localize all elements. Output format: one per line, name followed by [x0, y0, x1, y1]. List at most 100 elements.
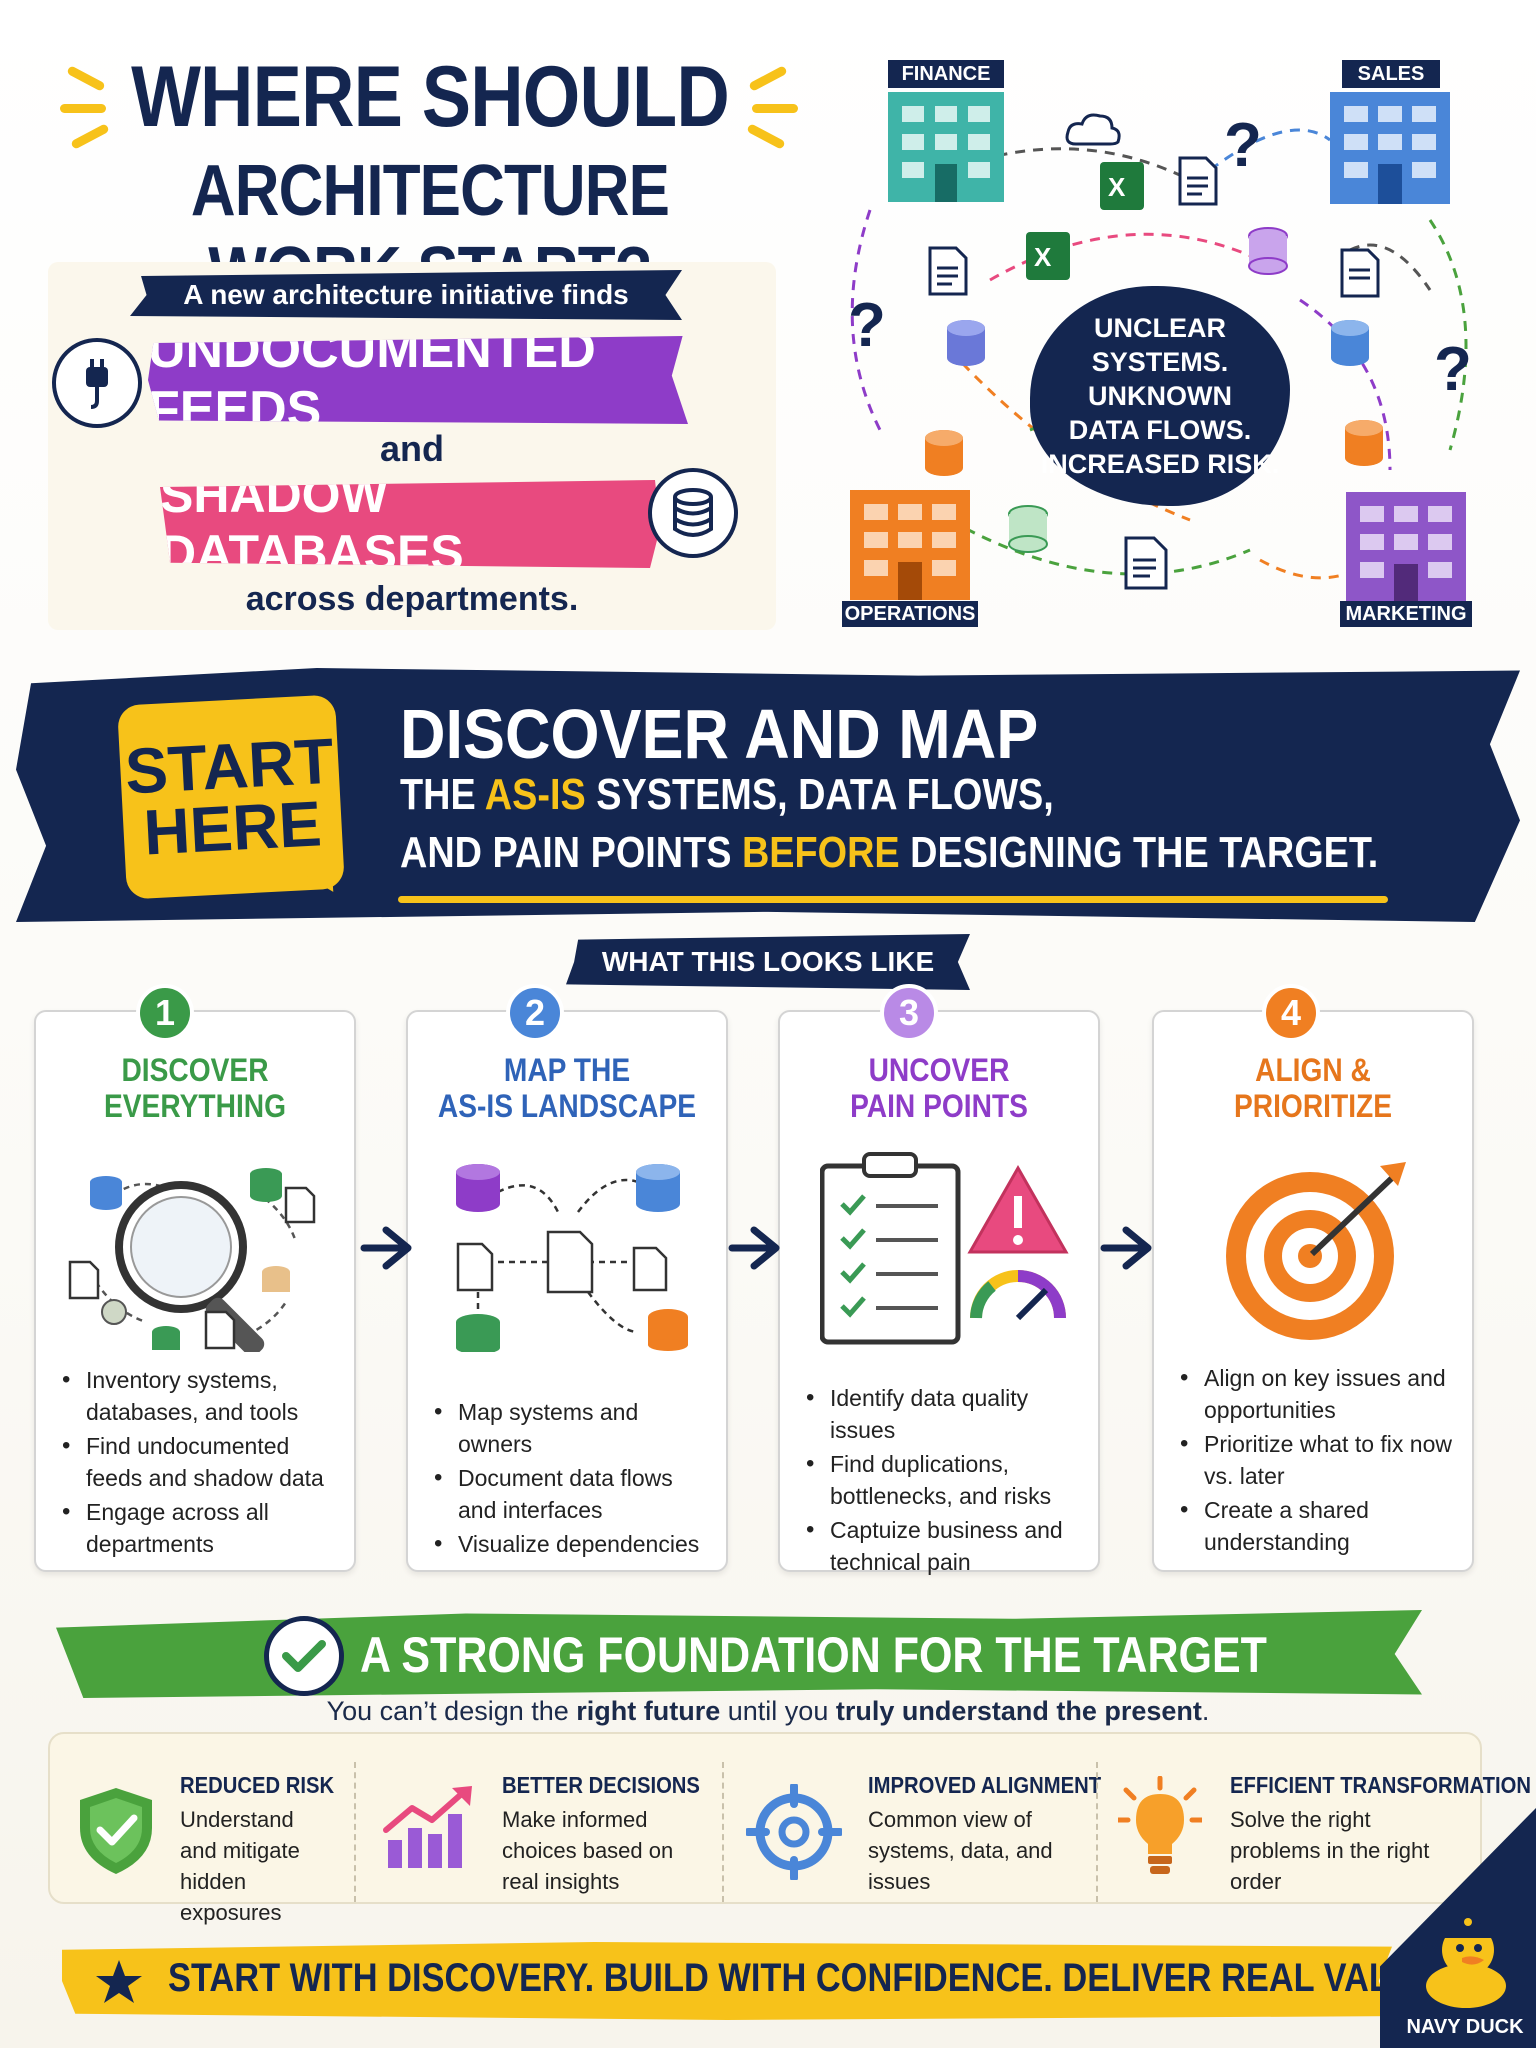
label-operations: OPERATIONS: [842, 601, 978, 627]
brand-name: NAVY DUCK: [1406, 2016, 1524, 2038]
checklist-warning-icon: [820, 1152, 1069, 1345]
intro-panel: [48, 262, 776, 630]
bullet-item: Create a shared understanding: [1176, 1494, 1462, 1558]
footer-tagline: START WITH DISCOVERY. BUILD WITH CONFIDE…: [168, 1956, 1448, 2000]
label-marketing: MARKETING: [1340, 601, 1472, 627]
bullet-item: Map systems and owners: [430, 1396, 716, 1460]
target-icon: [1226, 1162, 1406, 1340]
crosshair-alignment-icon: [746, 1784, 842, 1880]
bullet-item: Document data flows and interfaces: [430, 1462, 716, 1526]
document-icon: [1178, 156, 1218, 206]
database-icon: [925, 430, 963, 476]
risk-callout-line: INCREASED RISK.: [1040, 449, 1280, 479]
divider: [354, 1762, 356, 1902]
bullet-item: Prioritize what to fix now vs. later: [1176, 1428, 1462, 1492]
highlight-shadow-databases: SHADOW DATABASES: [160, 480, 660, 568]
benefit-text: Common view of systems, data, and issues: [868, 1807, 1053, 1894]
operations-building-icon: [850, 490, 970, 600]
section-tag: WHAT THIS LOOKS LIKE: [566, 934, 970, 990]
star-icon: [96, 1960, 142, 2003]
question-mark-icon: ?: [848, 291, 886, 360]
database-icon: [947, 320, 985, 366]
risk-callout-line: UNKNOWN: [1088, 381, 1232, 411]
document-icon: [1340, 248, 1380, 298]
magnifier-discovery-icon: [68, 1168, 316, 1352]
step-number-badge: 2: [506, 984, 564, 1042]
benefit-text: Make informed choices based on real insi…: [502, 1807, 674, 1894]
banner-title: DISCOVER AND MAP: [400, 695, 1039, 773]
database-icon: [1008, 505, 1048, 553]
footer-banner: [62, 1942, 1392, 2020]
page-title-line1: WHERE SHOULD: [131, 49, 730, 145]
step-number-badge: 4: [1262, 984, 1320, 1042]
arrow-right-icon: [1100, 1226, 1152, 1270]
intro-tail: across departments.: [245, 580, 579, 618]
label-finance: FINANCE: [888, 60, 1004, 88]
benefit-title: BETTER DECISIONS: [502, 1772, 700, 1798]
divider: [722, 1762, 724, 1902]
risk-callout-line: DATA FLOWS.: [1068, 415, 1252, 445]
arrow-right-icon: [728, 1226, 780, 1270]
intro-connector: and: [379, 428, 444, 469]
benefit-text: Solve the right problems in the right or…: [1230, 1807, 1430, 1894]
plug-icon: [52, 338, 142, 428]
intro-lead: A new architecture initiative finds: [130, 270, 682, 320]
bullet-item: Visualize dependencies: [430, 1528, 716, 1560]
question-mark-icon: ?: [1224, 111, 1262, 180]
bullet-item: Align on key issues and opportunities: [1176, 1362, 1462, 1426]
document-icon: [928, 246, 968, 296]
bullet-item: Find undocumented feeds and shadow data: [58, 1430, 344, 1494]
risk-callout-line: UNCLEAR: [1094, 313, 1226, 343]
excel-file-icon: X: [1026, 232, 1070, 280]
benefit-title: REDUCED RISK: [180, 1772, 335, 1798]
cloud-icon: [1065, 113, 1121, 146]
step-card-align: ALIGN &PRIORITIZE Align on key issues an…: [1152, 1010, 1474, 1572]
step-number-badge: 1: [136, 984, 194, 1042]
database-icon: [1345, 420, 1383, 466]
shield-check-icon: [80, 1788, 152, 1874]
sales-building-icon: [1330, 92, 1450, 204]
svg-text:X: X: [1108, 172, 1126, 202]
banner-subtitle-line1: THE AS-IS SYSTEMS, DATA FLOWS,: [400, 770, 1054, 819]
as-is-landscape-map-icon: [456, 1164, 688, 1352]
bullet-item: Identify data quality issues: [802, 1382, 1088, 1446]
step-bullets: Map systems and owners Document data flo…: [430, 1396, 716, 1562]
spark-decoration: [60, 104, 106, 113]
risk-callout-line: SYSTEMS.: [1091, 347, 1229, 377]
benefit-title: IMPROVED ALIGNMENT: [868, 1772, 1102, 1798]
database-icon: [1331, 320, 1369, 366]
arrow-right-icon: [360, 1226, 412, 1270]
bullet-item: Engage across all departments: [58, 1496, 344, 1560]
bullet-item: Captuize business and technical pain: [802, 1514, 1088, 1578]
excel-file-icon: X: [1100, 162, 1144, 210]
bullet-item: Find duplications, bottlenecks, and risk…: [802, 1448, 1088, 1512]
finance-building-icon: [888, 92, 1004, 202]
banner-subtitle-line2: AND PAIN POINTS BEFORE DESIGNING THE TAR…: [400, 828, 1379, 877]
svg-text:X: X: [1034, 242, 1052, 272]
database-icon: [648, 468, 738, 558]
step-bullets: Identify data quality issues Find duplic…: [802, 1382, 1088, 1580]
question-mark-icon: ?: [1434, 335, 1472, 404]
bar-chart-growth-icon: [383, 1786, 472, 1868]
risk-callout: UNCLEAR SYSTEMS. UNKNOWN DATA FLOWS. INC…: [1030, 286, 1290, 506]
marketing-building-icon: [1346, 492, 1466, 602]
bullet-item: Inventory systems, databases, and tools: [58, 1364, 344, 1428]
foundation-title: A STRONG FOUNDATION FOR THE TARGET: [360, 1627, 1267, 1683]
banner-underline: [398, 896, 1388, 903]
foundation-subtitle: You can’t design the right future until …: [326, 1696, 1210, 1726]
database-icon: [1248, 227, 1288, 275]
highlight-undocumented-feeds: UNDOCUMENTED FEEDS: [148, 336, 688, 424]
label-sales: SALES: [1342, 60, 1440, 88]
benefit-text: Understand and mitigate hidden exposures: [180, 1807, 300, 1925]
step-number-badge: 3: [880, 984, 938, 1042]
step-bullets: Inventory systems, databases, and tools …: [58, 1364, 344, 1562]
document-icon: [1124, 536, 1168, 590]
duck-mascot-icon: [1426, 1918, 1506, 2008]
lightbulb-icon: [1118, 1776, 1202, 1874]
